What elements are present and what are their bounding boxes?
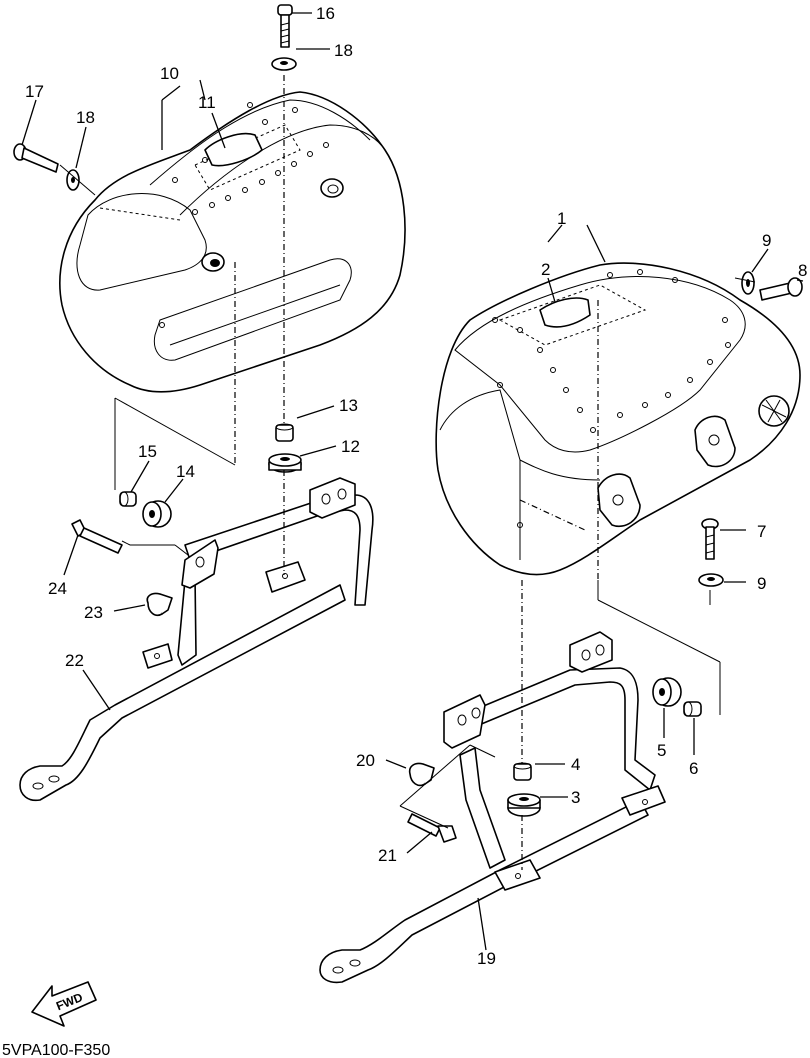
left-bag-handle — [204, 132, 263, 167]
callout-18-left: 18 — [76, 108, 95, 127]
right-bag-rivets — [492, 269, 731, 433]
callout-2: 2 — [541, 260, 550, 279]
right-bag-handle — [539, 297, 591, 328]
collar-15 — [119, 491, 137, 507]
callout-22: 22 — [65, 651, 84, 670]
grommet-5 — [652, 677, 682, 707]
callout-8: 8 — [798, 261, 807, 280]
callout-10: 10 — [160, 64, 179, 83]
callout-20: 20 — [356, 751, 375, 770]
callout-23: 23 — [84, 603, 103, 622]
callout-15: 15 — [138, 442, 157, 461]
callout-21: 21 — [378, 846, 397, 865]
collar-6 — [683, 701, 702, 717]
callout-16: 16 — [316, 4, 335, 23]
callout-1: 1 — [557, 209, 566, 228]
right-stay-bracket — [319, 631, 666, 984]
fwd-arrow: FWD — [31, 981, 97, 1027]
collar-13 — [275, 423, 294, 442]
diagram-code: 5VPA100-F350 — [2, 1042, 110, 1058]
callout-14: 14 — [176, 462, 195, 481]
collar-4 — [513, 762, 532, 781]
callout-11: 11 — [198, 93, 216, 112]
cap-20 — [408, 762, 435, 787]
bolt-24 — [71, 519, 123, 554]
callout-17: 17 — [25, 82, 44, 101]
callout-numbers: 1 2 3 4 5 6 7 8 9 9 10 11 12 13 14 15 16… — [25, 4, 807, 968]
leader-lines — [21, 12, 804, 951]
callout-19: 19 — [477, 949, 496, 968]
assembly-lines — [59, 75, 756, 870]
bolt-7 — [701, 518, 719, 560]
left-stay-bracket — [19, 477, 374, 802]
callout-13: 13 — [339, 396, 358, 415]
callout-3: 3 — [571, 788, 580, 807]
left-saddlebag — [59, 91, 406, 393]
bolt-21 — [407, 813, 457, 843]
washer-18-left — [66, 169, 80, 191]
grommet-14 — [142, 500, 172, 528]
bolt-16 — [277, 4, 293, 48]
callout-9-top: 9 — [762, 231, 771, 250]
bolt-17 — [13, 143, 59, 173]
washer-18-top — [271, 57, 297, 71]
bolt-8 — [759, 277, 803, 301]
callout-7: 7 — [757, 522, 766, 541]
grommet-3 — [507, 793, 541, 817]
callout-6: 6 — [689, 759, 698, 778]
grommet-12 — [268, 453, 302, 473]
right-bag-buckle-front — [597, 473, 641, 527]
callout-12: 12 — [341, 437, 360, 456]
cap-23 — [146, 592, 173, 617]
washer-9-top — [741, 271, 755, 295]
right-saddlebag — [435, 262, 801, 576]
callout-4: 4 — [571, 755, 580, 774]
callout-5: 5 — [657, 741, 666, 760]
washer-9-low — [698, 573, 724, 587]
callout-24: 24 — [48, 579, 67, 598]
left-bag-rivets — [172, 102, 329, 215]
callout-18-top: 18 — [334, 41, 353, 60]
callout-9-low: 9 — [757, 574, 766, 593]
right-bag-buckle-rear — [694, 415, 736, 468]
